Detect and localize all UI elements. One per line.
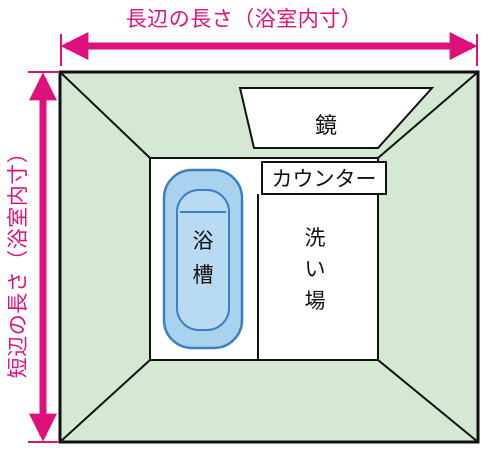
washing-area-label-3: 場 (305, 289, 326, 313)
bathtub-label-2: 槽 (193, 263, 214, 287)
long-side-dimension (60, 31, 478, 66)
mirror-label: 鏡 (315, 114, 337, 139)
perspective-lines (59, 71, 479, 443)
long-side-label: 長辺の長さ（浴室内寸） (125, 7, 363, 31)
short-side-dimension (28, 71, 58, 443)
bathtub-label-1: 浴 (193, 229, 214, 253)
bathtub-inner (176, 189, 230, 331)
counter-label: カウンター (272, 167, 377, 191)
washing-area-label-2: い (305, 257, 326, 281)
short-side-label: 短辺の長さ（浴室内寸） (6, 141, 30, 379)
counter (261, 161, 387, 195)
mirror (238, 87, 435, 149)
washing-area-label-1: 洗 (305, 226, 326, 250)
